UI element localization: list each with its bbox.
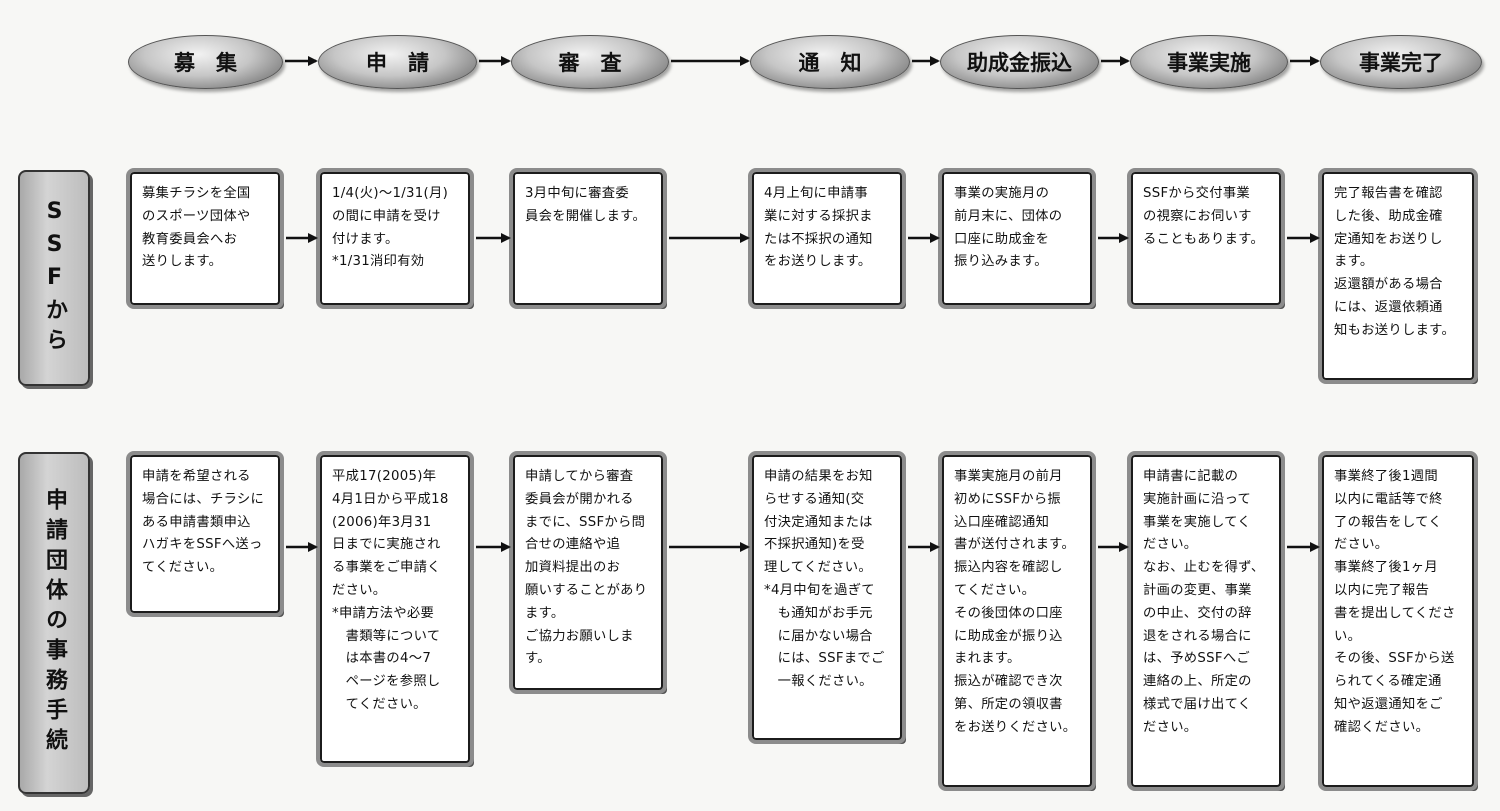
stage-label: 事業実施 xyxy=(1167,51,1251,75)
side-label-text: SSFから xyxy=(42,198,67,358)
ssf-box-project-execution: SSFから交付事業 の視察にお伺いす ることもあります。 xyxy=(1127,168,1285,309)
applicant-box-grant-transfer: 事業実施月の前月 初めにSSFから振 込口座確認通知 書が送付されます。 振込内… xyxy=(938,451,1096,791)
stage-grant-transfer: 助成金振込 xyxy=(940,35,1099,89)
applicant-box-project-completion: 事業終了後1週間 以内に電話等で終 了の報告をしてく ださい。 事業終了後1ヶ月… xyxy=(1318,451,1478,791)
ssf-box-grant-transfer: 事業の実施月の 前月末に、団体の 口座に助成金を 振り込みます。 xyxy=(938,168,1096,309)
stage-label: 募 集 xyxy=(174,51,237,75)
stage-label: 申 請 xyxy=(366,51,429,75)
stage-label: 審 査 xyxy=(558,51,622,75)
stage-notification: 通 知 xyxy=(750,35,910,89)
stage-label: 助成金振込 xyxy=(967,51,1072,75)
stage-application: 申 請 xyxy=(318,35,477,89)
ssf-box-project-completion: 完了報告書を確認 した後、助成金確 定通知をお送りし ます。 返還額がある場合 … xyxy=(1318,168,1478,384)
applicant-box-recruitment: 申請を希望される 場合には、チラシに ある申請書類申込 ハガキをSSFへ送っ て… xyxy=(126,451,284,617)
stage-project-execution: 事業実施 xyxy=(1130,35,1288,89)
stage-recruitment: 募 集 xyxy=(128,35,283,89)
side-label-text: 申請団体の事務手続 xyxy=(42,488,67,758)
side-label-applicant: 申請団体の事務手続 xyxy=(18,452,90,794)
applicant-box-review: 申請してから審査 委員会が開かれる までに、SSFから問 合せの連絡や追 加資料… xyxy=(509,451,667,694)
stage-label: 事業完了 xyxy=(1359,51,1443,75)
ssf-box-review: 3月中旬に審査委 員会を開催します。 xyxy=(509,168,667,309)
stage-label: 通 知 xyxy=(798,51,862,75)
ssf-box-notification: 4月上旬に申請事 業に対する採択ま たは不採択の通知 をお送りします。 xyxy=(748,168,906,309)
ssf-box-recruitment: 募集チラシを全国 のスポーツ団体や 教育委員会へお 送りします。 xyxy=(126,168,284,309)
applicant-box-project-execution: 申請書に記載の 実施計画に沿って 事業を実施してく ださい。 なお、止むを得ず、… xyxy=(1127,451,1285,791)
applicant-box-notification: 申請の結果をお知 らせする通知(交 付決定通知または 不採択通知)を受 理してく… xyxy=(748,451,906,744)
side-label-ssf: SSFから xyxy=(18,170,90,386)
stage-project-completion: 事業完了 xyxy=(1320,35,1482,89)
applicant-box-application: 平成17(2005)年 4月1日から平成18 (2006)年3月31 日までに実… xyxy=(316,451,474,767)
stage-review: 審 査 xyxy=(511,35,669,89)
ssf-box-application: 1/4(火)〜1/31(月) の間に申請を受け 付けます。 *1/31消印有効 xyxy=(316,168,474,309)
